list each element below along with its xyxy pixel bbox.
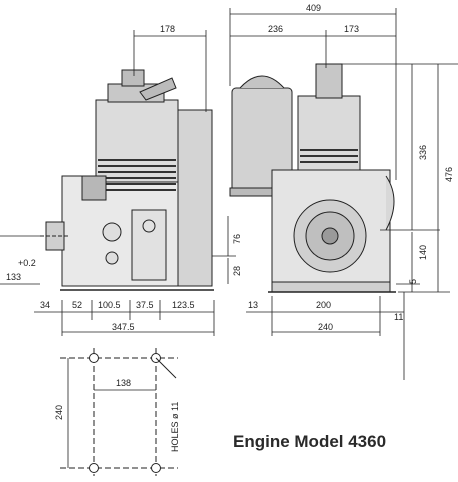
base-hole-bl [89, 463, 99, 473]
dim-height-upper: 336 [418, 145, 428, 160]
dim-front-13: 13 [248, 300, 258, 310]
dim-side-76: 76 [232, 234, 242, 244]
dim-front-200: 200 [316, 300, 331, 310]
dim-bottom-34: 34 [40, 300, 50, 310]
dim-shaft-tol: +0.2 [18, 258, 36, 268]
dim-shaft-height: 133 [6, 272, 21, 282]
dim-top-left: 236 [268, 24, 283, 34]
engine-model-title: Engine Model 4360 [233, 432, 387, 451]
dim-side-28: 28 [232, 266, 242, 276]
dim-height-total: 476 [444, 167, 454, 182]
front-view-engine [229, 63, 396, 293]
dim-height-shaft: 140 [418, 245, 428, 260]
dim-front-240: 240 [318, 322, 333, 332]
dim-base-240: 240 [54, 405, 64, 420]
base-hole-pattern [60, 348, 178, 476]
dim-bottom-3475: 347.5 [112, 322, 135, 332]
dim-bottom-1005: 100.5 [98, 300, 121, 310]
dim-top-total: 409 [306, 3, 321, 13]
base-hole-tl [89, 353, 99, 363]
dim-bottom-1235: 123.5 [172, 300, 195, 310]
dim-top-right: 173 [344, 24, 359, 34]
dim-bottom-52: 52 [72, 300, 82, 310]
dim-side-top: 178 [160, 24, 175, 34]
side-view-engine [40, 69, 214, 291]
dim-bottom-375: 37.5 [136, 300, 154, 310]
dim-right-5: 5 [408, 279, 418, 284]
dim-base-138: 138 [116, 378, 131, 388]
dim-holes: HOLES ø 11 [170, 402, 180, 452]
dimension-lines [0, 8, 458, 468]
dim-front-11: 11 [394, 312, 403, 322]
base-hole-br [151, 463, 161, 473]
